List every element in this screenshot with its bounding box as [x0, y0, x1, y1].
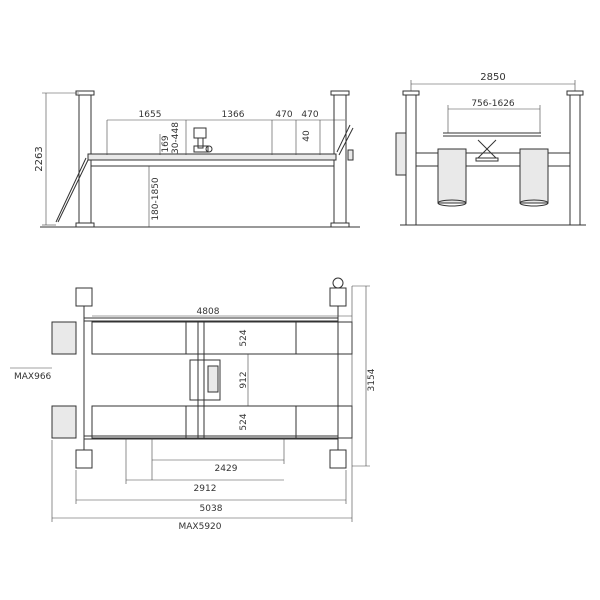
- plan-dim-2429-label: 2429: [215, 464, 238, 474]
- plan-post-top-left: [75, 287, 93, 307]
- front-right-post: [569, 92, 581, 226]
- front-overall-width-label: 2850: [480, 72, 505, 83]
- side-jack-height-label: 169: [161, 135, 171, 152]
- plan-max-width-label: MAX966: [14, 372, 52, 382]
- plan-top-runway: [91, 321, 353, 355]
- front-right-runway: [519, 148, 549, 204]
- plan-post-top-right: [329, 287, 347, 307]
- front-left-runway: [437, 148, 467, 204]
- plan-runway-width-top-label: 524: [239, 329, 249, 346]
- side-total-height-label: 2263: [34, 146, 45, 171]
- plan-runway-width-bottom-label: 524: [239, 413, 249, 430]
- side-wheel-base-2-label: 1366: [222, 110, 245, 120]
- side-left-ramp: [55, 157, 87, 223]
- plan-runway-length-label: 4808: [197, 307, 220, 317]
- side-elevation-view: 2263 1655 1366 470 470 30-448 169 40 180…: [34, 90, 360, 228]
- plan-runway-gap-label: 912: [239, 371, 249, 388]
- side-platform-seg-2-label: 470: [301, 110, 318, 120]
- side-right-ramp: [336, 124, 351, 153]
- front-power-unit: [395, 132, 407, 176]
- side-jack-travel-label: 30-448: [171, 122, 181, 154]
- plan-dim-5038-label: 5038: [200, 504, 223, 514]
- side-platform-seg-1-label: 470: [275, 110, 292, 120]
- plan-view: 4808 524 912 524 3154 MAX966 2429 2912 5…: [10, 277, 377, 532]
- side-rolling-jack: [193, 127, 213, 153]
- front-left-post: [405, 92, 417, 226]
- plan-dim-2912-label: 2912: [194, 484, 217, 494]
- plan-post-bottom-right: [329, 449, 347, 469]
- plan-overall-depth-label: 3154: [367, 368, 377, 391]
- plan-max-length-label: MAX5920: [179, 522, 222, 532]
- side-runway: [87, 153, 337, 161]
- side-lift-range-label: 180-1850: [151, 177, 161, 221]
- front-elevation-view: 2850 756-1626: [395, 72, 586, 226]
- plan-rolling-jack: [189, 322, 221, 438]
- side-wheel-base-1-label: 1655: [139, 110, 162, 120]
- front-jack: [443, 132, 541, 162]
- plan-bottom-runway: [91, 405, 353, 439]
- plan-post-bottom-left: [75, 449, 93, 469]
- side-ramp-height-label: 40: [302, 130, 312, 142]
- front-jack-span-label: 756-1626: [471, 99, 515, 109]
